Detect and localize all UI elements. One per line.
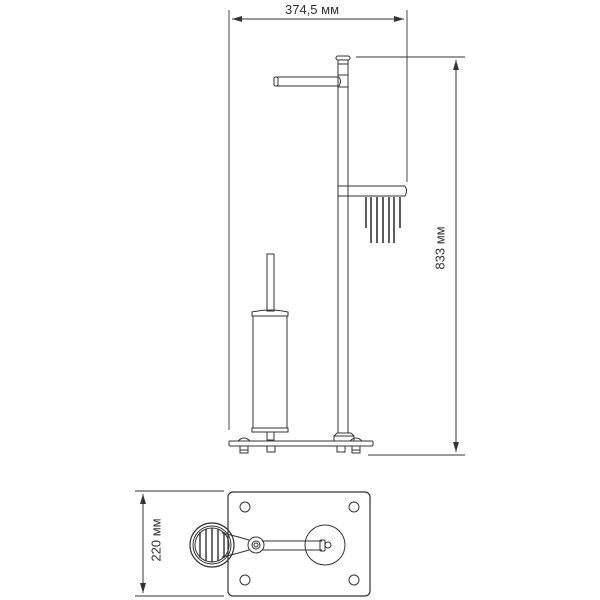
hanging-rods	[365, 197, 401, 243]
width-dimension	[228, 10, 408, 430]
width-dimension-label: 374,5 мм	[285, 2, 340, 17]
depth-dimension	[135, 490, 224, 597]
height-dimension-label: 833 мм	[432, 226, 448, 270]
front-view	[228, 55, 407, 454]
depth-dimension-label: 220 мм	[148, 518, 164, 562]
top-view	[189, 491, 371, 597]
ring-grille	[199, 528, 225, 562]
feet	[237, 437, 363, 454]
height-dimension	[356, 56, 465, 456]
